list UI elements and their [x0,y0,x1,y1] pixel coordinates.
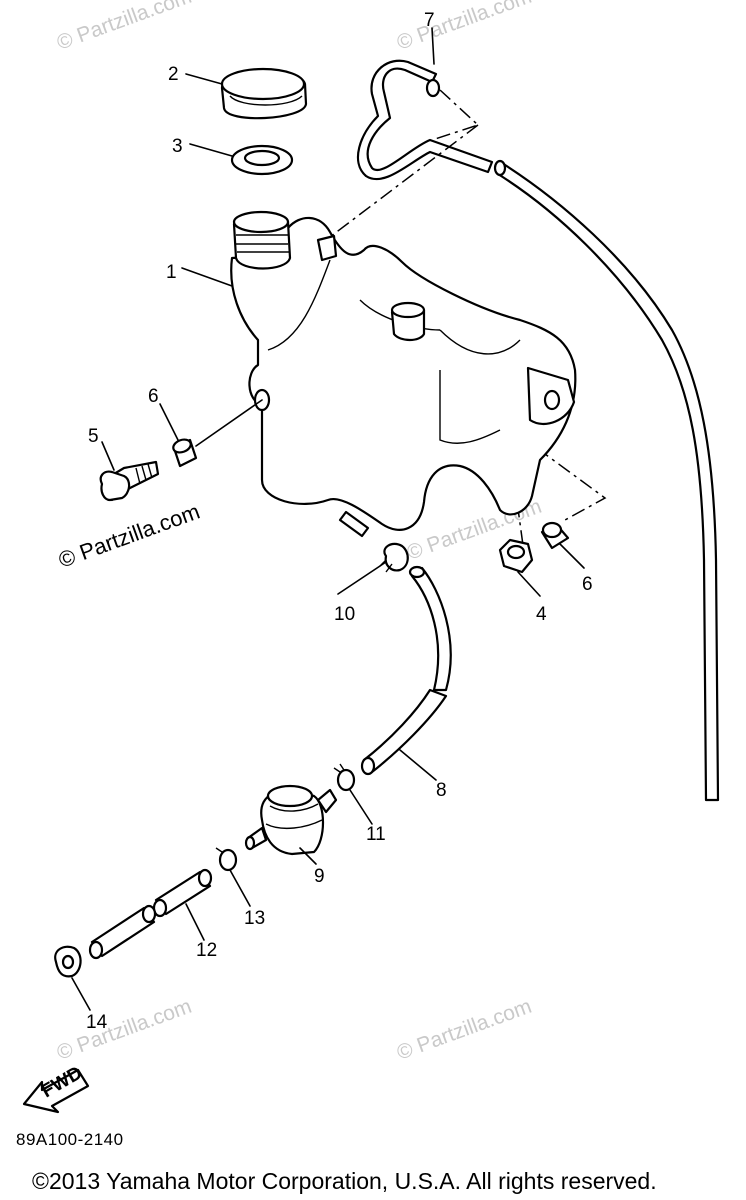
callout-7: 7 [424,10,435,31]
hose-clamp-10 [379,542,409,573]
collar-right [540,521,570,550]
fuel-hose-short [88,868,213,960]
watermark: © Partzilla.com [394,0,535,55]
callout-5: 5 [88,426,99,447]
callout-1: 1 [166,262,177,283]
copyright-notice: ©2013 Yamaha Motor Corporation, U.S.A. A… [32,1168,657,1194]
callout-12: 12 [196,940,217,961]
nut [498,538,534,574]
watermark-main: © Partzilla.com [55,499,203,573]
breather-hose [356,59,720,802]
callout-6-right: 6 [582,574,593,595]
mounting-bolt [99,460,160,502]
diagram-code: 89A100-2140 [16,1130,124,1149]
fuel-hose [360,565,452,776]
callout-4: 4 [536,604,547,625]
callout-3: 3 [172,136,183,157]
callout-6-left: 6 [148,386,159,407]
watermark: © Partzilla.com [394,995,535,1065]
collar-left [172,399,263,468]
hose-clamp-13 [215,847,238,872]
callout-9: 9 [314,866,325,887]
callout-8: 8 [436,780,447,801]
callout-10: 10 [334,604,355,625]
callout-leaders [71,27,585,1011]
watermark: © Partzilla.com [54,995,195,1065]
watermark: © Partzilla.com [54,0,195,55]
callout-13: 13 [244,908,265,929]
callout-2: 2 [168,64,179,85]
callout-11: 11 [366,824,386,845]
fuel-tank [230,210,577,538]
fuel-filter [244,784,338,856]
callout-14: 14 [86,1012,108,1033]
fwd-arrow-icon: FWD [22,1063,90,1114]
cap-gasket [230,144,294,176]
hose-clamp-14 [54,945,82,978]
tank-cap [220,67,308,120]
hose-clamp-11 [333,763,356,792]
